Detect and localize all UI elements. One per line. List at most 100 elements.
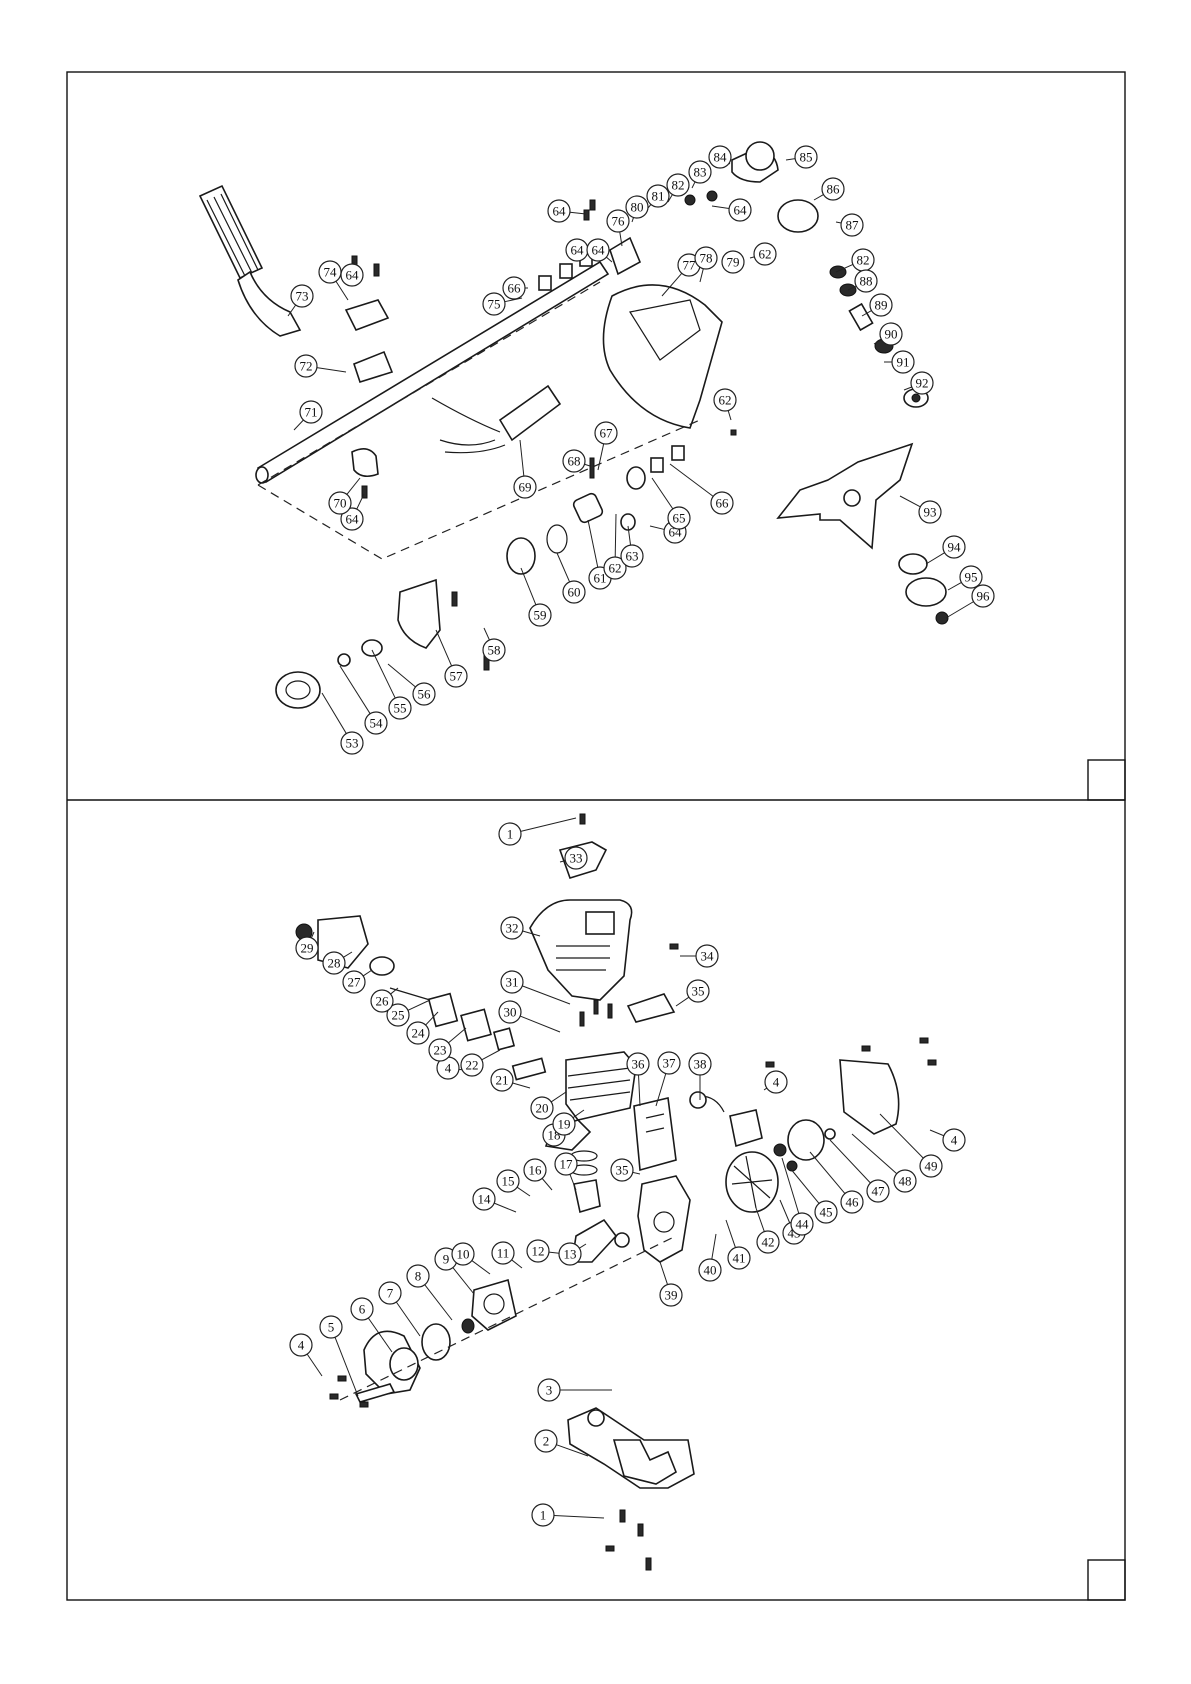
blade-hub-stack bbox=[777, 199, 929, 408]
top-callout-69: 69 bbox=[513, 439, 537, 499]
callout-number: 14 bbox=[478, 1192, 492, 1207]
callout-number: 26 bbox=[376, 994, 390, 1009]
leader-line bbox=[424, 1284, 453, 1321]
callout-bubble bbox=[370, 989, 394, 1013]
top-callout-65: 65 bbox=[651, 477, 691, 530]
bottom-callout-17: 17 bbox=[554, 1152, 578, 1191]
bottom-callout-48: 48 bbox=[851, 1133, 917, 1193]
callout-number: 95 bbox=[965, 570, 978, 585]
leader-line bbox=[711, 205, 730, 209]
leader-line bbox=[519, 439, 525, 477]
leader-line bbox=[321, 692, 347, 734]
callout-number: 59 bbox=[534, 608, 547, 623]
callout-bubble bbox=[496, 1169, 520, 1193]
callout-bubble bbox=[657, 1051, 681, 1075]
leader-line bbox=[829, 1139, 871, 1184]
top-cover bbox=[529, 899, 633, 1001]
callout-bubble bbox=[728, 198, 752, 222]
bottom-callout-45: 45 bbox=[789, 1167, 838, 1224]
callout-bubble bbox=[350, 1297, 374, 1321]
top-callout-82: 82 bbox=[666, 173, 690, 203]
callout-bubble bbox=[322, 951, 346, 975]
top-callout-72: 72 bbox=[294, 354, 347, 378]
leader-line bbox=[471, 1260, 491, 1275]
callout-bubble bbox=[790, 1212, 814, 1236]
bottom-callout-1: 1 bbox=[498, 817, 577, 846]
bottom-callout-35: 35 bbox=[675, 979, 710, 1007]
callout-number: 60 bbox=[568, 585, 581, 600]
bottom-callout-35: 35 bbox=[610, 1158, 641, 1182]
callout-number: 37 bbox=[663, 1056, 677, 1071]
callout-bubble bbox=[910, 371, 934, 395]
bottom-callout-24: 24 bbox=[406, 1011, 439, 1045]
callout-bubble bbox=[342, 970, 366, 994]
top-callout-71: 71 bbox=[293, 400, 323, 431]
callout-number: 4 bbox=[951, 1133, 958, 1148]
callout-bubble bbox=[500, 916, 524, 940]
callout-number: 70 bbox=[334, 496, 347, 511]
callout-bubble bbox=[482, 292, 506, 316]
bottom-callout-2: 2 bbox=[534, 1429, 589, 1457]
callout-number: 82 bbox=[672, 178, 685, 193]
leader-line bbox=[785, 158, 796, 161]
callout-bubble bbox=[659, 1283, 683, 1307]
bottom-callout-5: 5 bbox=[319, 1315, 359, 1397]
leader-line bbox=[556, 1444, 589, 1457]
bottom-callout-12: 12 bbox=[526, 1239, 567, 1263]
leader-line bbox=[356, 493, 365, 510]
leader-line bbox=[631, 217, 634, 223]
leader-line bbox=[334, 1337, 359, 1397]
leader-line bbox=[559, 860, 566, 863]
gearbox bbox=[609, 141, 779, 276]
bottom-callout-40: 40 bbox=[698, 1233, 722, 1282]
callout-number: 62 bbox=[719, 393, 732, 408]
callout-number: 49 bbox=[925, 1159, 938, 1174]
callout-bubble bbox=[388, 696, 412, 720]
top-callout-91: 91 bbox=[884, 350, 915, 374]
callout-bubble bbox=[289, 1333, 313, 1357]
callout-number: 46 bbox=[846, 1195, 860, 1210]
top-callout-80: 80 bbox=[625, 195, 649, 223]
top-callout-68: 68 bbox=[562, 449, 591, 473]
callout-bubble bbox=[869, 293, 893, 317]
leader-line bbox=[387, 663, 416, 688]
top-callout-85: 85 bbox=[785, 145, 818, 169]
callout-number: 68 bbox=[568, 454, 581, 469]
callout-bubble bbox=[866, 1179, 890, 1203]
callout-bubble bbox=[959, 565, 983, 589]
top-callout-63: 63 bbox=[620, 525, 644, 568]
top-callout-88: 88 bbox=[847, 269, 878, 293]
leader-line bbox=[669, 463, 714, 497]
callout-bubble bbox=[971, 584, 995, 608]
clutch-housing bbox=[839, 1059, 900, 1135]
filter-cover bbox=[626, 993, 676, 1023]
handle-clamp bbox=[344, 299, 394, 383]
leader-line bbox=[947, 581, 962, 591]
page-tab-top bbox=[1087, 759, 1126, 801]
callout-number: 64 bbox=[346, 268, 360, 283]
leader-line bbox=[879, 1113, 924, 1159]
callout-number: 21 bbox=[496, 1073, 509, 1088]
callout-number: 74 bbox=[324, 265, 338, 280]
leader-line bbox=[597, 443, 605, 471]
leader-line bbox=[861, 310, 872, 317]
callout-number: 31 bbox=[506, 975, 519, 990]
outer-frame bbox=[66, 71, 1126, 1601]
callout-number: 34 bbox=[701, 949, 715, 964]
leader-line bbox=[627, 525, 632, 546]
leader-line bbox=[306, 1353, 323, 1377]
screws-top bbox=[351, 199, 737, 671]
callout-bubble bbox=[491, 1241, 515, 1265]
callout-bubble bbox=[482, 638, 506, 662]
leader-line bbox=[873, 339, 882, 345]
leader-line bbox=[520, 817, 577, 832]
callout-bubble bbox=[295, 936, 319, 960]
callout-bubble bbox=[646, 184, 670, 208]
callout-bubble bbox=[893, 1169, 917, 1193]
callout-number: 69 bbox=[519, 480, 532, 495]
leader-line bbox=[727, 410, 732, 421]
leader-line bbox=[651, 477, 674, 510]
clutch bbox=[773, 1119, 836, 1172]
leader-line bbox=[789, 1167, 820, 1204]
leader-line bbox=[649, 525, 665, 530]
